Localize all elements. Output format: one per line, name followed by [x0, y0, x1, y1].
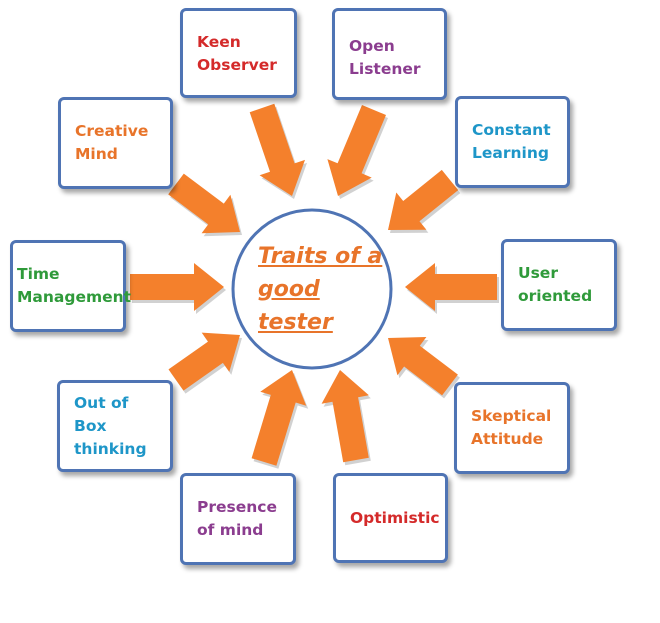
trait-box-skeptical-attitude: Skeptical Attitude — [454, 382, 570, 474]
arrow-time-management — [130, 263, 224, 311]
trait-box-out-of-box-thinking: Out of Box thinking — [57, 380, 173, 472]
trait-box-creative-mind: Creative Mind — [58, 97, 173, 189]
arrow-keen-observer — [249, 103, 305, 196]
trait-box-open-listener: Open Listener — [332, 8, 447, 100]
arrow-creative-mind — [168, 173, 240, 234]
arrow-out-of-box-thinking — [168, 332, 240, 391]
arrow-optimistic — [321, 370, 369, 463]
trait-box-keen-observer: Keen Observer — [180, 8, 297, 98]
center-circle — [231, 208, 393, 370]
trait-box-time-management: Time Management — [10, 240, 131, 332]
arrow-skeptical-attitude — [388, 337, 458, 396]
arrows-layer — [130, 103, 499, 469]
center-title: Traits of a good tester — [258, 244, 383, 335]
arrow-constant-learning — [388, 169, 459, 230]
arrow-open-listener — [327, 105, 386, 196]
trait-box-optimistic: Optimistic — [333, 473, 448, 563]
trait-box-constant-learning: Constant Learning — [455, 96, 570, 188]
arrow-presence-of-mind — [251, 370, 307, 466]
trait-box-presence-of-mind: Presence of mind — [180, 473, 296, 565]
trait-box-user-oriented: User oriented — [501, 239, 617, 331]
arrow-user-oriented — [405, 263, 497, 311]
